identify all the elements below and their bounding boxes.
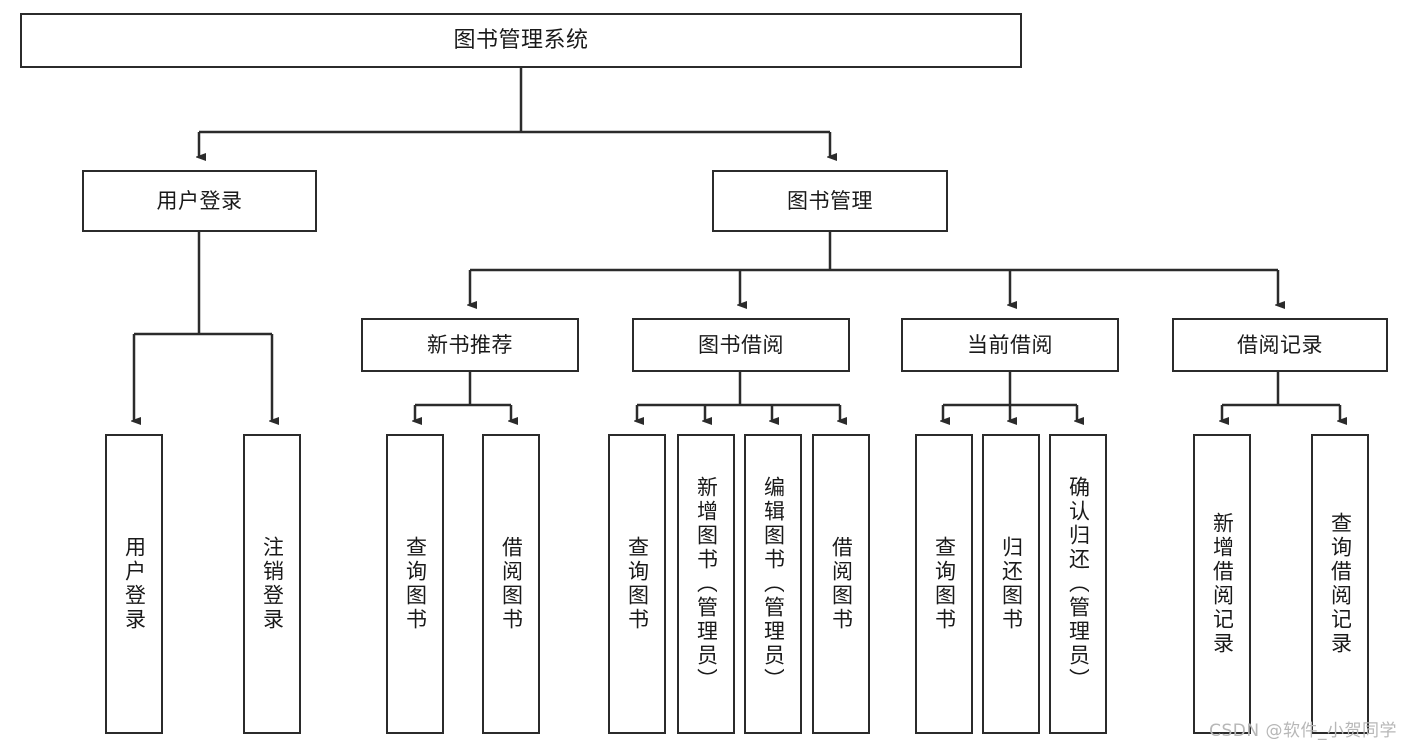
node-current-borrow-label: 当前借阅 [967, 332, 1053, 357]
node-borrow-record[interactable]: 借阅记录 [1172, 318, 1388, 372]
node-root[interactable]: 图书管理系统 [20, 13, 1022, 68]
node-leaf-user-login-label: 用户登录 [123, 536, 145, 632]
node-new-book-recommend-label: 新书推荐 [427, 332, 513, 357]
node-book-borrow-label: 图书借阅 [698, 332, 784, 357]
node-leaf-query-record-label: 查询借阅记录 [1329, 512, 1351, 656]
node-leaf-edit-book[interactable]: 编辑图书（管理员） [744, 434, 802, 734]
node-leaf-borrow-book-a[interactable]: 借阅图书 [482, 434, 540, 734]
node-current-borrow[interactable]: 当前借阅 [901, 318, 1119, 372]
node-borrow-record-label: 借阅记录 [1237, 332, 1323, 357]
node-root-label: 图书管理系统 [453, 27, 589, 53]
node-leaf-query-record[interactable]: 查询借阅记录 [1311, 434, 1369, 734]
node-book-manage-label: 图书管理 [787, 188, 873, 213]
node-leaf-query-book-b-label: 查询图书 [626, 536, 648, 632]
node-leaf-return-book[interactable]: 归还图书 [982, 434, 1040, 734]
node-leaf-add-book-label: 新增图书（管理员） [695, 476, 717, 692]
node-leaf-logout[interactable]: 注销登录 [243, 434, 301, 734]
node-leaf-logout-label: 注销登录 [261, 536, 283, 632]
node-leaf-add-record-label: 新增借阅记录 [1211, 512, 1233, 656]
node-leaf-borrow-book-a-label: 借阅图书 [500, 536, 522, 632]
node-leaf-query-book-a-label: 查询图书 [404, 536, 426, 632]
watermark-text: CSDN @软件_小贺同学 [1209, 721, 1397, 741]
node-leaf-add-book[interactable]: 新增图书（管理员） [677, 434, 735, 734]
node-leaf-borrow-book-b[interactable]: 借阅图书 [812, 434, 870, 734]
node-user-login[interactable]: 用户登录 [82, 170, 317, 232]
node-user-login-label: 用户登录 [156, 188, 243, 213]
node-new-book-recommend[interactable]: 新书推荐 [361, 318, 579, 372]
node-leaf-query-book-c-label: 查询图书 [933, 536, 955, 632]
node-leaf-query-book-c[interactable]: 查询图书 [915, 434, 973, 734]
node-book-borrow[interactable]: 图书借阅 [632, 318, 850, 372]
node-leaf-return-book-label: 归还图书 [1000, 536, 1022, 632]
node-leaf-confirm-return[interactable]: 确认归还（管理员） [1049, 434, 1107, 734]
node-leaf-query-book-a[interactable]: 查询图书 [386, 434, 444, 734]
node-leaf-confirm-return-label: 确认归还（管理员） [1067, 476, 1089, 692]
node-leaf-query-book-b[interactable]: 查询图书 [608, 434, 666, 734]
node-leaf-add-record[interactable]: 新增借阅记录 [1193, 434, 1251, 734]
node-leaf-edit-book-label: 编辑图书（管理员） [762, 476, 784, 692]
node-book-manage[interactable]: 图书管理 [712, 170, 948, 232]
node-leaf-user-login[interactable]: 用户登录 [105, 434, 163, 734]
node-leaf-borrow-book-b-label: 借阅图书 [830, 536, 852, 632]
